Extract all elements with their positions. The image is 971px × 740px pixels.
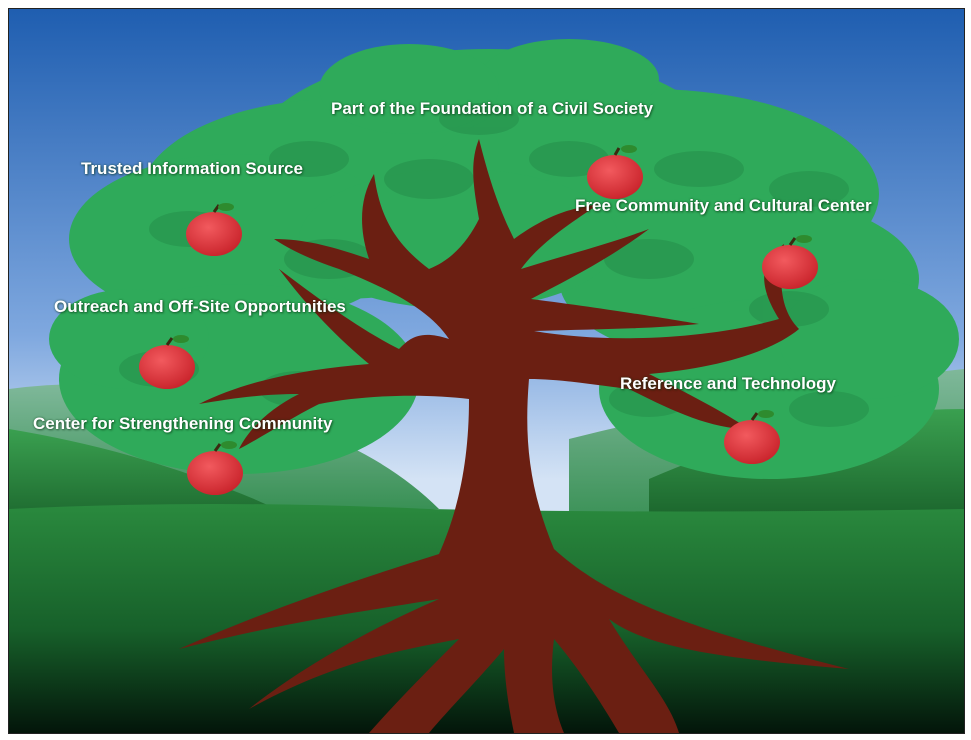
apple-center [187,441,243,495]
label-reference-technology: Reference and Technology [620,374,837,393]
label-center-strengthening: Center for Strengthening Community [33,414,333,433]
apple-free [762,235,818,289]
foliage [49,39,959,479]
apple-outreach [139,335,195,389]
tree-trunk [179,139,849,733]
apple-reference [724,410,780,464]
tree-scene [9,9,964,733]
label-free-community: Free Community and Cultural Center [575,196,872,215]
label-foundation: Part of the Foundation of a Civil Societ… [331,99,654,118]
label-outreach: Outreach and Off-Site Opportunities [54,297,346,316]
apple-trusted [186,203,242,256]
label-trusted-information: Trusted Information Source [81,159,303,178]
apple-foundation [587,145,643,199]
tree-illustration: Part of the Foundation of a Civil Societ… [8,8,965,734]
